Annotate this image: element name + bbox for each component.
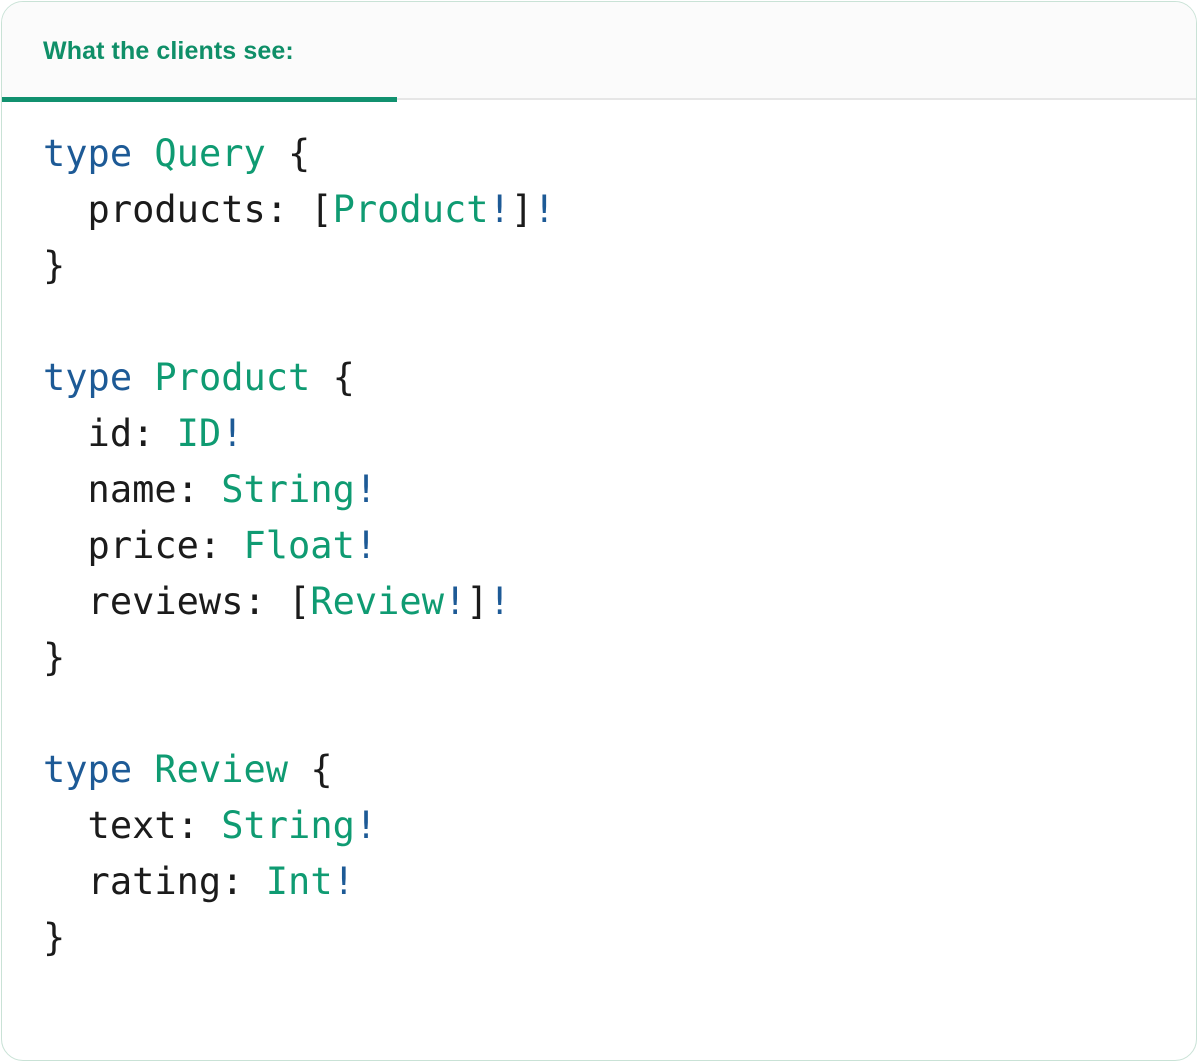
code-token-type: Float xyxy=(243,524,355,567)
code-token-plain: ] xyxy=(466,580,489,623)
code-token-plain: id: xyxy=(43,412,177,455)
code-token-plain: name: xyxy=(43,468,222,511)
code-token-plain xyxy=(132,356,154,399)
active-tab-indicator xyxy=(2,97,397,102)
code-token-plain: reviews: [ xyxy=(43,580,311,623)
code-token-bang: ! xyxy=(221,412,244,455)
code-line: name: String! xyxy=(2,462,1196,518)
code-line xyxy=(2,686,1196,742)
code-token-type: Review xyxy=(310,580,444,623)
code-line: price: Float! xyxy=(2,518,1196,574)
tab-what-the-clients-see[interactable]: What the clients see: xyxy=(2,2,397,102)
code-token-type: Product xyxy=(154,356,311,399)
code-token-plain: price: xyxy=(43,524,244,567)
code-token-type: Int xyxy=(265,860,333,903)
code-line: text: String! xyxy=(2,798,1196,854)
code-line: } xyxy=(2,910,1196,966)
code-token-type: String xyxy=(221,804,355,847)
code-token-bang: ! xyxy=(488,188,511,231)
code-token-kw: type xyxy=(43,356,133,399)
code-line: type Product { xyxy=(2,350,1196,406)
code-token-plain: ] xyxy=(510,188,534,231)
code-line: rating: Int! xyxy=(2,854,1196,910)
code-token-plain: { xyxy=(310,356,355,399)
code-token-kw: type xyxy=(43,132,133,175)
tab-label: What the clients see: xyxy=(43,36,294,65)
code-token-bang: ! xyxy=(332,860,355,903)
code-token-bang: ! xyxy=(354,804,378,847)
code-line: id: ID! xyxy=(2,406,1196,462)
code-line: type Query { xyxy=(2,126,1196,182)
code-token-plain xyxy=(132,132,154,175)
graphql-schema-code: type Query { products: [Product!]!} type… xyxy=(2,100,1196,966)
code-token-plain: products: [ xyxy=(43,188,333,231)
code-token-bang: ! xyxy=(443,580,467,623)
code-token-plain: { xyxy=(265,132,311,175)
code-line: type Review { xyxy=(2,742,1196,798)
code-line xyxy=(2,294,1196,350)
code-token-type: Product xyxy=(332,188,489,231)
code-token-type: ID xyxy=(176,412,222,455)
code-token-type: Query xyxy=(154,132,266,175)
code-token-bang: ! xyxy=(354,468,378,511)
code-token-plain: } xyxy=(43,916,66,959)
code-line: } xyxy=(2,630,1196,686)
code-token-bang: ! xyxy=(488,580,511,623)
code-token-plain: { xyxy=(288,748,333,791)
code-line: reviews: [Review!]! xyxy=(2,574,1196,630)
code-token-type: Review xyxy=(154,748,289,791)
code-token-type: String xyxy=(221,468,355,511)
tab-bar: What the clients see: xyxy=(2,2,1196,102)
code-token-plain: } xyxy=(43,244,66,287)
code-token-plain xyxy=(132,748,154,791)
code-token-plain: rating: xyxy=(43,860,266,903)
code-token-plain: text: xyxy=(43,804,222,847)
code-token-kw: type xyxy=(43,748,133,791)
code-line: products: [Product!]! xyxy=(2,182,1196,238)
code-token-bang: ! xyxy=(533,188,556,231)
code-token-bang: ! xyxy=(354,524,378,567)
code-token-plain: } xyxy=(43,636,66,679)
code-line: } xyxy=(2,238,1196,294)
